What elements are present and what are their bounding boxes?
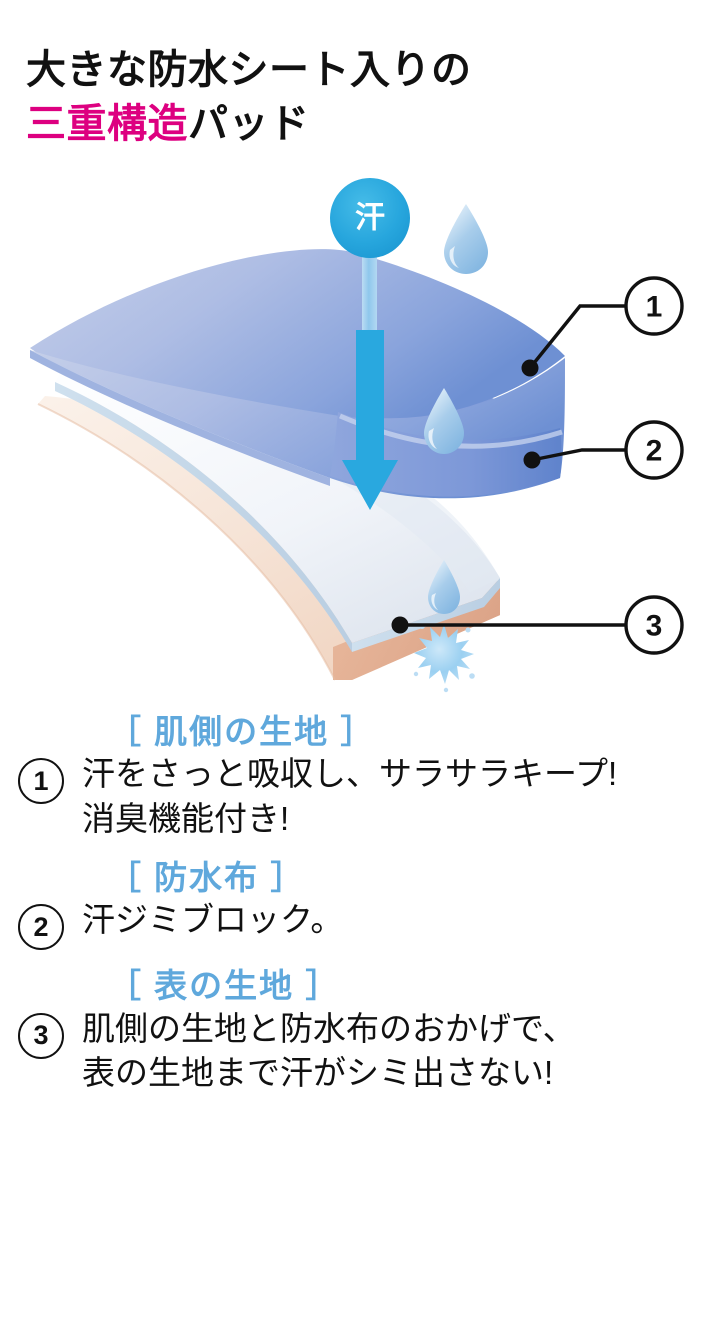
callout-1-anchor-dot <box>521 359 539 377</box>
legend-text-3: 肌側の生地と防水布のおかげで、 表の生地まで汗がシミ出さない! <box>64 1007 576 1097</box>
legend-number-1: 1 <box>18 758 64 805</box>
legend-text-1: 汗をさっと吸収し、サラサラキープ! 消臭機能付き! <box>64 752 617 842</box>
water-droplet-1-icon <box>444 204 488 274</box>
callout-2: 2 <box>523 420 684 480</box>
callout-2-number: 2 <box>646 435 663 468</box>
legend-text-2: 汗ジミブロック。 <box>64 898 343 943</box>
legend-text-1-line-2: 消臭機能付き! <box>82 800 290 838</box>
callout-1-number: 1 <box>646 291 663 324</box>
legend-number-3: 3 <box>18 1012 64 1059</box>
legend-text-3-line-1: 肌側の生地と防水布のおかげで、 <box>82 1009 576 1047</box>
legend-text-2-line-1: 汗ジミブロック。 <box>82 901 344 939</box>
callout-1: 1 <box>521 276 684 377</box>
legend-text-3-line-2: 表の生地まで汗がシミ出さない! <box>82 1054 554 1092</box>
sweat-badge: 汗 <box>330 178 410 258</box>
legend-number-2: 2 <box>18 904 64 951</box>
title-accent-text: 三重構造 <box>26 101 188 146</box>
legend-heading-1: ［ 肌側の生地 ］ <box>108 713 376 750</box>
water-droplet-3-icon <box>428 560 460 614</box>
callout-3: 3 <box>391 595 684 655</box>
top-blue-fabric-layer <box>30 249 565 499</box>
three-layer-pad-diagram: 汗 1 2 <box>0 160 715 700</box>
legend-text-1-line-1: 汗をさっと吸収し、サラサラキープ! <box>82 755 618 793</box>
callout-3-number: 3 <box>646 610 663 643</box>
sweat-badge-label: 汗 <box>355 202 385 235</box>
sweat-flow-arrow <box>342 220 398 510</box>
title-line-2: 三重構造パッド <box>26 98 686 152</box>
title-rest-text: パッド <box>188 101 310 146</box>
title-line-1: 大きな防水シート入りの <box>26 48 472 92</box>
page-title: 大きな防水シート入りの 三重構造パッド <box>26 44 686 151</box>
water-droplet-2-icon <box>424 388 464 454</box>
legend-heading-3: ［ 表の生地 ］ <box>108 967 341 1005</box>
callout-2-anchor-dot <box>523 451 541 469</box>
legend-heading-2: ［ 防水布 ］ <box>108 859 306 896</box>
layer-description-list: ［ 肌側の生地 ］ 1 汗をさっと吸収し、サラサラキープ! 消臭機能付き! ［ … <box>0 712 715 1112</box>
legend-entry-1: ［ 肌側の生地 ］ 1 汗をさっと吸収し、サラサラキープ! 消臭機能付き! <box>0 712 715 842</box>
legend-entry-3: ［ 表の生地 ］ 3 肌側の生地と防水布のおかげで、 表の生地まで汗がシミ出さな… <box>0 966 715 1096</box>
callout-3-anchor-dot <box>391 616 409 634</box>
legend-entry-2: ［ 防水布 ］ 2 汗ジミブロック。 <box>0 858 715 951</box>
sweat-stain-splash-icon <box>413 623 475 693</box>
